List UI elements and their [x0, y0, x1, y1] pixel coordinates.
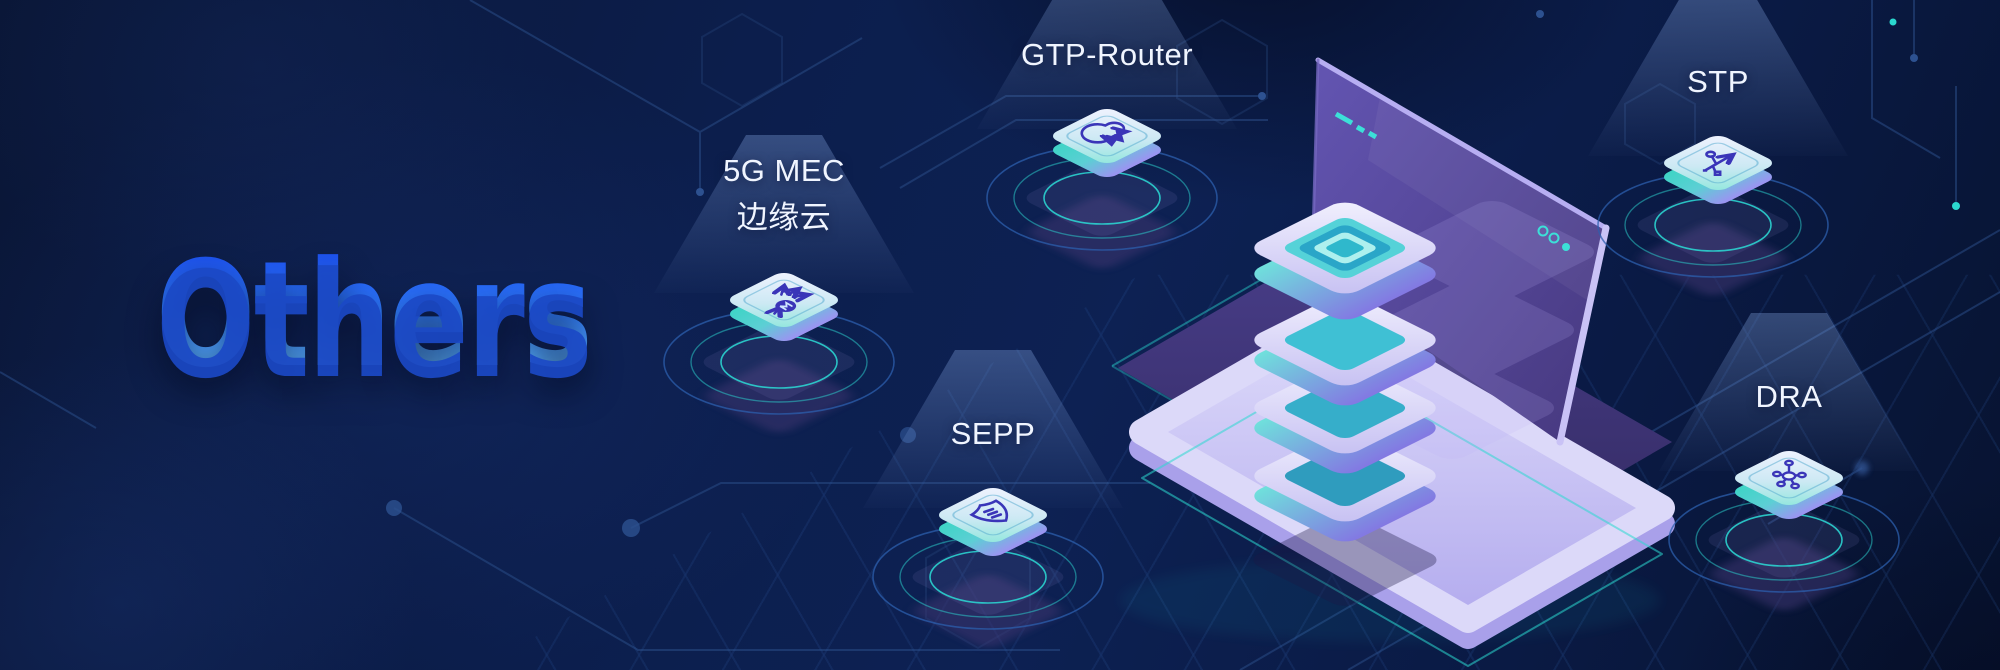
node-stp: STP — [1528, 0, 1908, 498]
node-label-line: 边缘云 — [736, 200, 832, 235]
node-label: SEPP — [803, 350, 1183, 458]
routing-hub-icon — [1762, 460, 1818, 492]
chip-tile — [1734, 450, 1844, 520]
signal-rings — [1668, 487, 1900, 611]
mec-scaling-arrows-icon — [755, 283, 814, 317]
chip-tile — [1663, 135, 1773, 205]
chip-tile — [729, 272, 839, 342]
signal-rings — [872, 524, 1104, 648]
node-label-line: STP — [1687, 64, 1749, 99]
node-label: 5G MEC 边缘云 — [594, 135, 974, 243]
node-label-line: DRA — [1755, 379, 1823, 414]
node-5g-mec: 5G MEC 边缘云 — [594, 135, 974, 635]
screen-dash-marks — [1334, 111, 1378, 140]
signal-rings — [663, 309, 895, 433]
page-title: Others — [156, 230, 593, 400]
chip-tile — [938, 487, 1048, 557]
node-label: GTP-Router — [917, 0, 1297, 79]
node-gtp-router: GTP-Router — [917, 0, 1297, 471]
node-dra: DRA — [1599, 313, 1979, 670]
node-label: DRA — [1599, 313, 1979, 421]
signal-branch-icon — [1702, 146, 1744, 178]
node-label: STP — [1528, 0, 1908, 106]
signal-rings — [986, 145, 1218, 269]
security-shield-icon — [968, 499, 1018, 528]
cloud-routing-icon — [1075, 116, 1134, 150]
node-sepp: SEPP — [803, 350, 1183, 670]
signal-rings — [1597, 172, 1829, 296]
node-label-line: 5G MEC — [723, 153, 845, 188]
node-label-line: SEPP — [950, 416, 1036, 451]
node-label-line: GTP-Router — [1020, 37, 1194, 72]
chip-tile — [1052, 108, 1162, 178]
